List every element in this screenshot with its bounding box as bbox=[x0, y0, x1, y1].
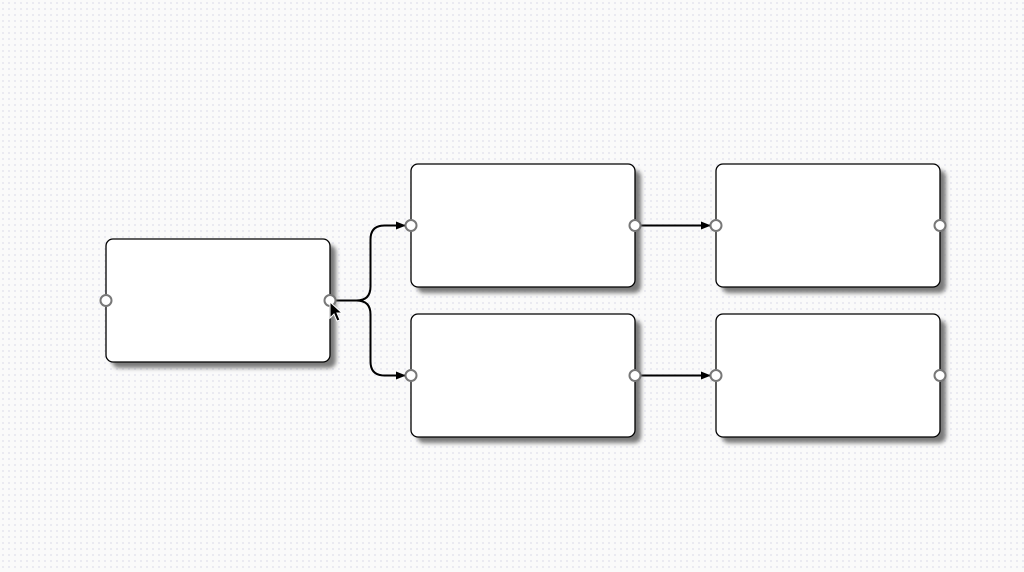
input-port[interactable] bbox=[404, 219, 418, 232]
input-port[interactable] bbox=[709, 369, 723, 382]
node-box[interactable] bbox=[410, 313, 636, 438]
output-port[interactable] bbox=[628, 369, 642, 382]
input-port[interactable] bbox=[404, 369, 418, 382]
node-bottom-middle[interactable] bbox=[404, 313, 642, 443]
input-port[interactable] bbox=[99, 294, 113, 307]
output-port[interactable] bbox=[933, 219, 947, 232]
output-port[interactable] bbox=[933, 369, 947, 382]
node-root[interactable] bbox=[99, 238, 337, 368]
node-box[interactable] bbox=[410, 163, 636, 288]
node-box[interactable] bbox=[715, 313, 941, 438]
input-port[interactable] bbox=[709, 219, 723, 232]
connector-edge[interactable] bbox=[330, 299, 406, 380]
node-top-middle[interactable] bbox=[404, 163, 642, 293]
mouse-cursor-icon bbox=[329, 300, 344, 322]
node-box[interactable] bbox=[715, 163, 941, 288]
output-port[interactable] bbox=[628, 219, 642, 232]
node-bottom-right[interactable] bbox=[709, 313, 947, 443]
connector-edge[interactable] bbox=[330, 221, 406, 302]
node-top-right[interactable] bbox=[709, 163, 947, 293]
node-box[interactable] bbox=[105, 238, 331, 363]
